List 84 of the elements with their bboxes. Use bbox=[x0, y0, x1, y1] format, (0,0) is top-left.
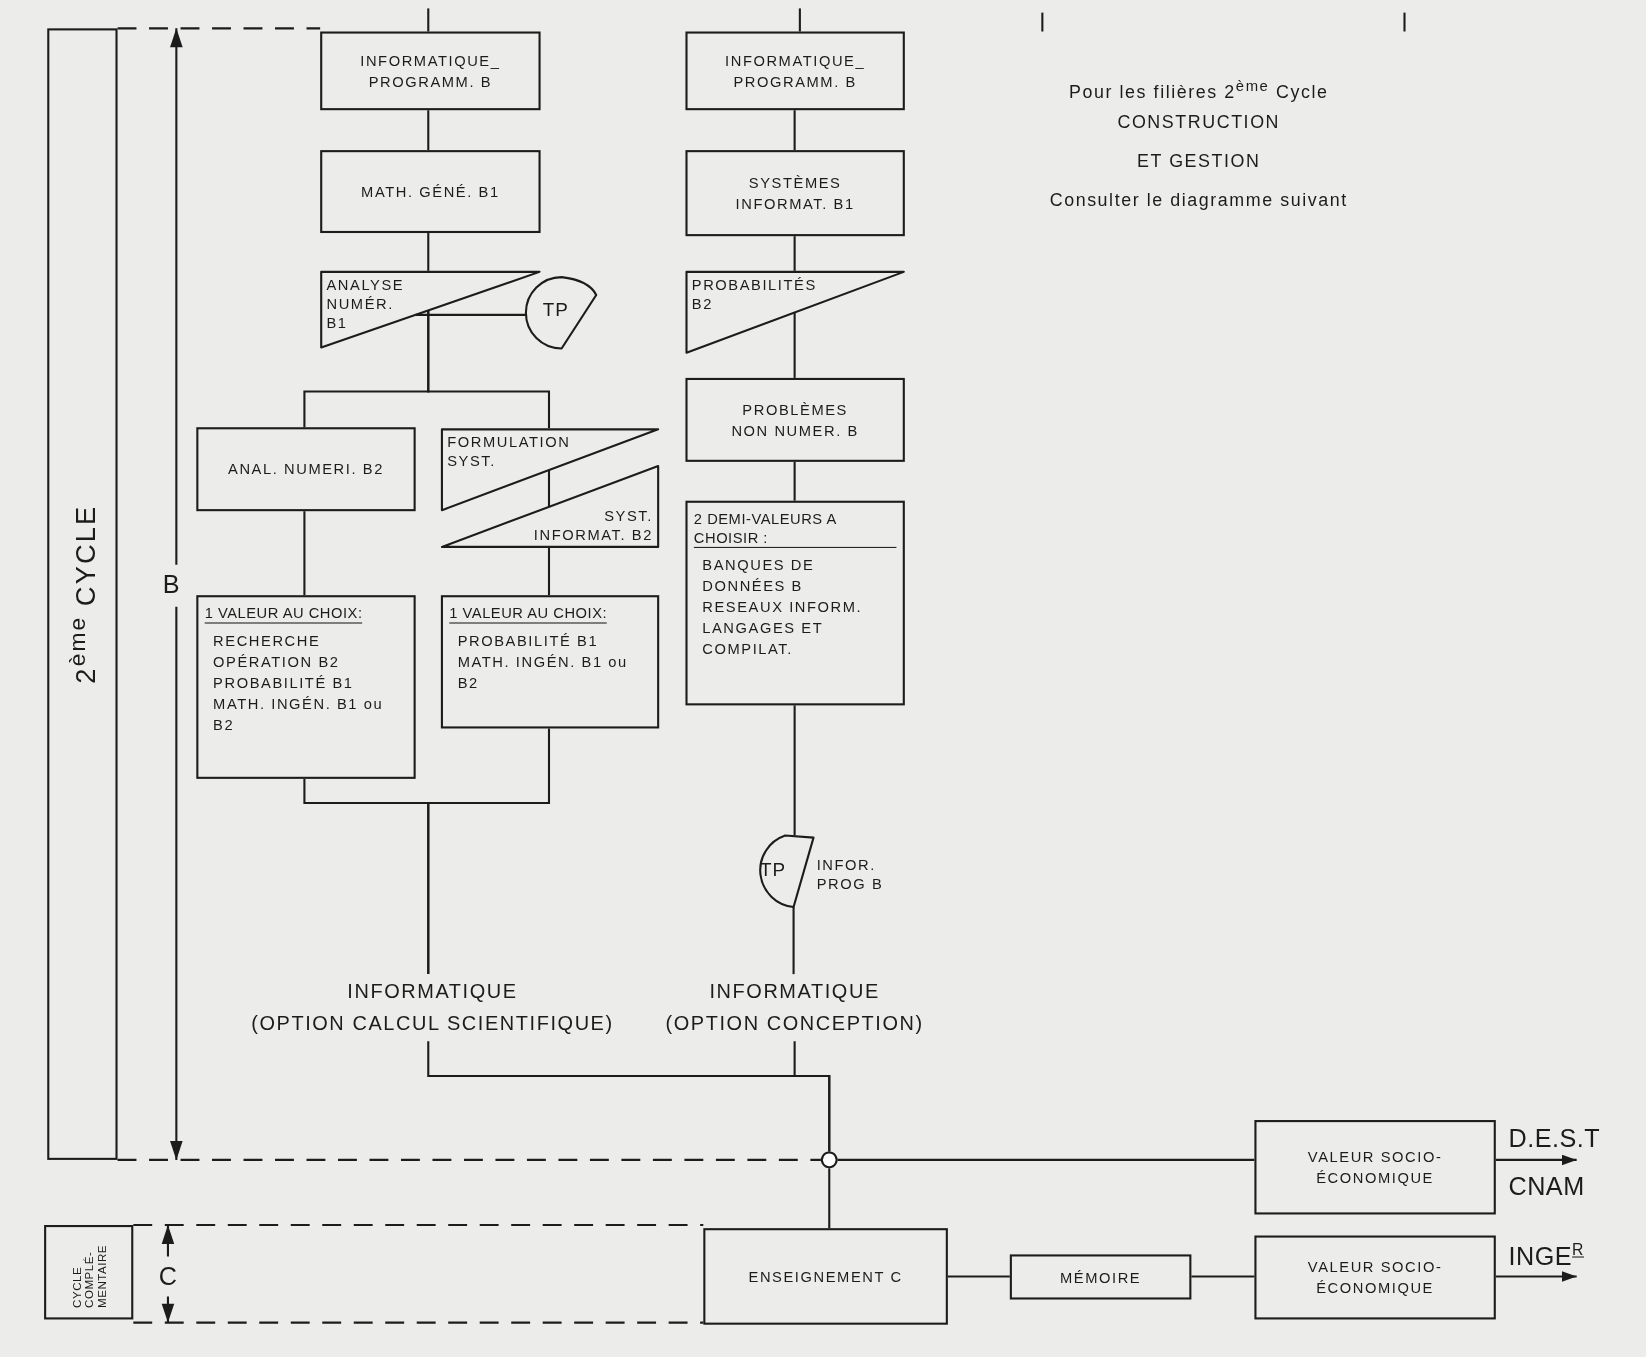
box-label: PROBABILITÉ B1 bbox=[456, 630, 600, 651]
connector-line bbox=[793, 312, 796, 378]
box-label: LANGAGES ET COMPILAT. bbox=[701, 618, 825, 660]
process-box bbox=[1254, 1120, 1496, 1215]
connector-line bbox=[547, 470, 551, 507]
process-box bbox=[685, 31, 905, 111]
note-text: Consulter le diagramme suivant bbox=[1049, 190, 1348, 211]
note-text: ET GESTION bbox=[1137, 151, 1261, 173]
cycle-band bbox=[47, 28, 118, 1160]
box-label: MATH. INGÉN. B1 ou B2 bbox=[456, 651, 629, 693]
diploma-label: D.E.S.T bbox=[1508, 1123, 1601, 1155]
box-label: PROBABILITÉ B1 bbox=[212, 672, 355, 693]
connector-line bbox=[792, 906, 795, 975]
note-text: CONSTRUCTION bbox=[1117, 112, 1281, 134]
connector-line bbox=[793, 1041, 831, 1152]
connector-line bbox=[793, 461, 796, 501]
connector-line bbox=[947, 1275, 1010, 1278]
connector-line bbox=[303, 511, 306, 596]
box-label: RESEAUX INFORM. bbox=[701, 597, 864, 618]
box-heading: 1 VALEUR AU CHOIX: bbox=[449, 603, 608, 624]
connector-line bbox=[798, 8, 801, 32]
connector-line bbox=[415, 313, 526, 316]
box-label: VALEUR SOCIO-ÉCONOMIQUE bbox=[1306, 1257, 1444, 1299]
connector-line bbox=[427, 310, 551, 429]
box-label: INFORMATIQUE_ PROGRAMM. B bbox=[359, 50, 502, 92]
connector-line bbox=[793, 236, 796, 271]
outcome-label: (OPTION CALCUL SCIENTIFIQUE) bbox=[251, 1010, 614, 1036]
process-box bbox=[685, 150, 905, 237]
box-label: INFORMATIQUE_ PROGRAMM. B bbox=[724, 50, 867, 92]
practical-work-shape bbox=[523, 276, 598, 350]
box-heading: 2 DEMI-VALEURS A CHOISIR : bbox=[693, 509, 897, 548]
manual-input-shape bbox=[440, 465, 660, 548]
box-label: PROBLÈMES NON NUMER. B bbox=[730, 400, 860, 441]
manual-input-shape bbox=[685, 270, 905, 354]
process-box bbox=[1254, 1235, 1496, 1320]
box-label: SYSTÈMES INFORMAT. B1 bbox=[734, 173, 856, 215]
connector-line bbox=[427, 8, 430, 32]
connector-line bbox=[793, 110, 796, 151]
box-label: ANAL. NUMERI. B2 bbox=[228, 459, 384, 480]
connector-line bbox=[547, 547, 551, 596]
cycle-label: CYCLE COMPLÉ- MENTAIRE bbox=[69, 1243, 108, 1308]
box-label: MÉMOIRE bbox=[1060, 1267, 1142, 1288]
connector-line bbox=[427, 110, 430, 151]
junction-circle bbox=[820, 1151, 838, 1169]
box-label: ANALYSE NUMÉR. B1 bbox=[326, 275, 406, 332]
tp-label: TP bbox=[760, 859, 787, 882]
outcome-label: INFORMATIQUE bbox=[709, 979, 880, 1005]
process-box bbox=[703, 1228, 948, 1325]
process-box bbox=[320, 31, 541, 111]
diploma-label: CNAM bbox=[1508, 1171, 1585, 1201]
arrow bbox=[1495, 1271, 1577, 1282]
side-note: INFOR. PROG B bbox=[816, 855, 885, 894]
box-label: PROBABILITÉS B2 bbox=[691, 275, 818, 313]
box-label: MATH. INGÉN. B1 ou B2 bbox=[212, 693, 385, 735]
box-label: MATH. GÉNÉ. B1 bbox=[361, 182, 500, 202]
box-label: RECHERCHE OPÉRATION B2 bbox=[212, 630, 341, 672]
manual-input-shape bbox=[320, 270, 541, 349]
box-label: SYST. INFORMAT. B2 bbox=[532, 506, 653, 544]
connector-line bbox=[427, 728, 551, 975]
process-box bbox=[685, 377, 905, 462]
outcome-label: INFORMATIQUE bbox=[347, 979, 518, 1005]
arrow bbox=[1495, 1154, 1577, 1166]
note-text: Pour les filières 2$^{ème}$ Cycle bbox=[1069, 77, 1329, 104]
option-box bbox=[685, 500, 905, 706]
process-box bbox=[1009, 1254, 1192, 1300]
connector-line bbox=[837, 1158, 1255, 1161]
box-label: ENSEIGNEMENT C bbox=[748, 1267, 903, 1287]
outcome-label: (OPTION CONCEPTION) bbox=[665, 1010, 924, 1036]
manual-input-shape bbox=[440, 428, 660, 512]
cycle-band bbox=[44, 1225, 134, 1320]
diploma-label: INGE$^{R}$ bbox=[1508, 1239, 1585, 1273]
process-box bbox=[320, 150, 541, 234]
process-box bbox=[196, 427, 416, 512]
tp-label: TP bbox=[542, 299, 569, 322]
connector-line bbox=[1191, 1275, 1255, 1278]
box-label: BANQUES DE DONNÉES B bbox=[701, 555, 816, 597]
box-label: VALEUR SOCIO-ÉCONOMIQUE bbox=[1306, 1147, 1444, 1189]
connector-line bbox=[828, 1168, 831, 1229]
box-label: FORMULATION SYST. bbox=[447, 432, 572, 471]
box-heading: 1 VALEUR AU CHOIX: bbox=[204, 603, 363, 624]
option-box bbox=[196, 595, 416, 779]
connector-line bbox=[793, 705, 796, 836]
connector-line bbox=[427, 233, 430, 271]
option-box bbox=[440, 595, 660, 729]
